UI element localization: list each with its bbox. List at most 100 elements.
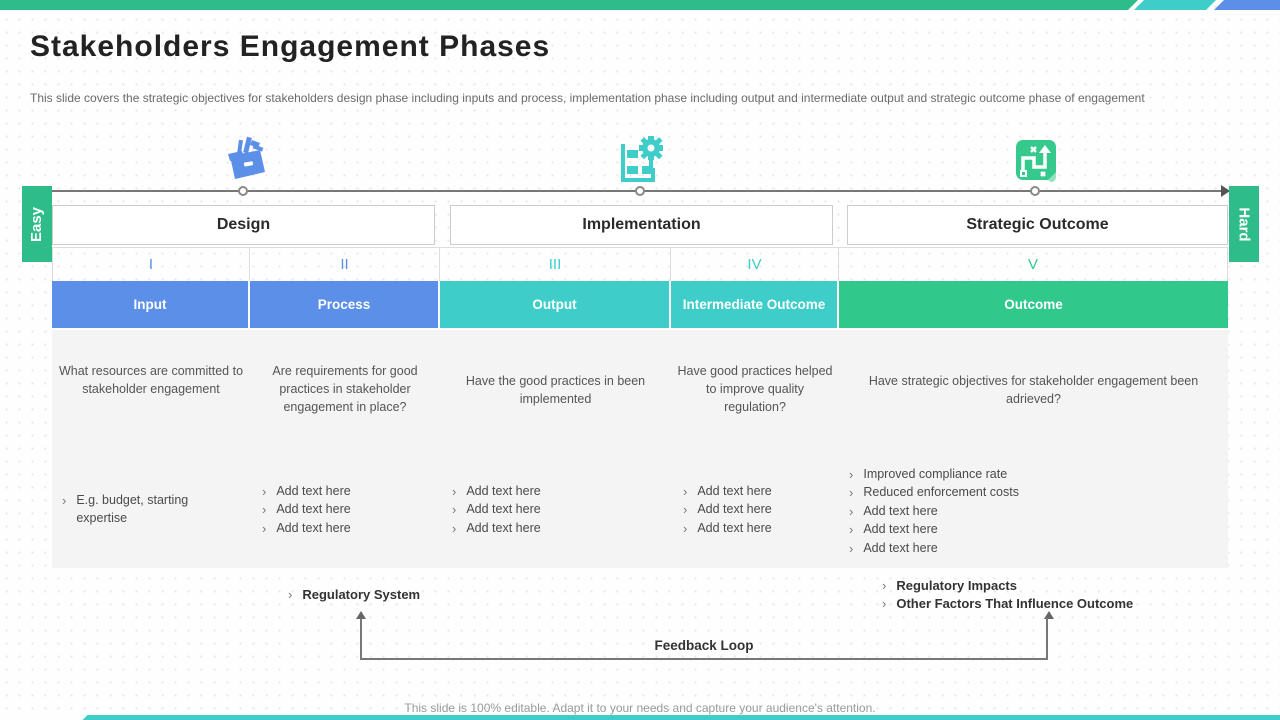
editable-note-footer: This slide is 100% editable. Adapt it to… (404, 701, 876, 715)
chevron-bullet-icon: › (849, 503, 854, 519)
numeral-input: I (52, 248, 250, 281)
column-description: Have good practices helped to improve qu… (677, 364, 833, 415)
phases-body: What resources are committed to stakehol… (52, 330, 1228, 568)
list-item: › Add text here (849, 540, 1019, 558)
easy-tab: Easy (22, 186, 52, 262)
bullet-text: Add text here (863, 540, 938, 555)
chevron-bullet-icon: › (452, 520, 457, 536)
page-title: Stakeholders Engagement Phases (30, 30, 551, 63)
chevron-bullet-icon: › (683, 502, 688, 518)
bullet-list-intermediate-outcome: › Add text here › Add text here › Add text … (683, 483, 772, 538)
bullet-text: Add text here (276, 520, 351, 535)
bullet-text: Add text here (466, 520, 541, 535)
list-item: › Add text here (849, 521, 1019, 539)
bullet-text: Add text here (466, 484, 541, 498)
chevron-bullet-icon: › (288, 587, 293, 602)
column-description: Are requirements for good practices in s… (272, 364, 418, 415)
column-intermediate-outcome: Have good practices helped to improve qu… (671, 330, 839, 568)
list-item: › Add text here (849, 503, 1019, 521)
numeral-row: I II III IV V (52, 247, 1228, 281)
bullet-text: Add text here (863, 522, 938, 537)
phase-label-strategic-outcome: Strategic Outcome (966, 216, 1109, 233)
bullet-text: Add text here (863, 503, 938, 518)
bullet-text: Improved compliance rate (863, 467, 1008, 481)
column-header-intermediate-outcome: Intermediate Outcome (671, 281, 839, 328)
phase-box-design: Design (52, 205, 435, 245)
list-item: ›Regulatory System (288, 586, 420, 604)
chevron-bullet-icon: › (849, 540, 854, 556)
column-description: Have strategic objectives for stakeholde… (868, 374, 1199, 407)
chevron-bullet-icon: › (683, 520, 688, 536)
bullet-text: Add text here (697, 484, 772, 498)
bullet-text: Reduced enforcement costs (863, 485, 1019, 500)
feedback-arrow-up-right-icon (1044, 611, 1054, 619)
feedback-loop-label: Feedback Loop (654, 638, 754, 653)
chevron-bullet-icon: › (262, 484, 267, 499)
feedback-loop-connector (360, 618, 1048, 660)
numeral-intermediate-outcome: IV (671, 248, 839, 281)
list-item: › Add text here (683, 501, 772, 519)
accent-segment-blue (1214, 0, 1280, 10)
chevron-bullet-icon: › (452, 484, 457, 499)
easy-tab-label: Easy (28, 206, 46, 242)
column-header-output: Output (440, 281, 671, 328)
phase-label-design: Design (216, 216, 271, 233)
numeral-process: II (250, 248, 440, 281)
list-item: › Add text here (683, 520, 772, 538)
list-item: › Add text here (683, 483, 772, 501)
phase-box-implementation: Implementation (450, 205, 833, 245)
bullet-text: Add text here (276, 502, 351, 517)
list-item: › Add text here (262, 520, 351, 538)
accent-segment-teal (1134, 0, 1216, 10)
list-item: ›Other Factors That Influence Outcome (882, 595, 1133, 613)
list-item: › Improved compliance rate (849, 466, 1019, 484)
bullet-text: Add text here (697, 520, 772, 535)
timeline-marker-design (238, 186, 248, 196)
bullet-list-process: ›Add text here ›Add text here ›Add text … (262, 483, 351, 538)
hard-tab-label: Hard (1235, 206, 1253, 242)
list-item: ›Add text here (262, 501, 351, 519)
blueprint-gear-icon (613, 134, 667, 186)
chevron-bullet-icon: › (452, 502, 457, 518)
list-item: › Add text here (452, 483, 541, 501)
phase-label-implementation: Implementation (582, 216, 701, 233)
feedback-arrow-up-left-icon (356, 611, 366, 619)
top-accent-bar (0, 0, 1280, 10)
column-description: Have the good practices in been implemen… (465, 374, 646, 407)
bullet-text: E.g. budget, starting expertise (76, 493, 189, 525)
regulatory-system-note: ›Regulatory System (288, 586, 420, 604)
column-header-input: Input (52, 281, 250, 328)
column-output: Have the good practices in been implemen… (440, 330, 671, 568)
bullet-text: Add text here (276, 484, 351, 498)
chevron-bullet-icon: › (849, 522, 854, 538)
note-text: Regulatory Impacts (896, 578, 1017, 593)
chevron-bullet-icon: › (849, 467, 854, 482)
list-item: › Regulatory Impacts (882, 577, 1133, 595)
column-header-process: Process (250, 281, 440, 328)
chevron-bullet-icon: › (262, 520, 267, 536)
list-item: › E.g. budget, starting expertise (62, 492, 242, 528)
numeral-output: III (440, 248, 671, 281)
column-outcome: Have strategic objectives for stakeholde… (839, 330, 1228, 568)
list-item: ›Add text here (452, 501, 541, 519)
accent-segment-green (0, 0, 1138, 10)
chevron-bullet-icon: › (62, 493, 67, 508)
list-item: › Add text here (452, 520, 541, 538)
bottom-accent-bar (82, 715, 1280, 720)
bullet-list-outcome: › Improved compliance rate › Reduced enfor… (849, 466, 1019, 558)
toolbox-icon (216, 134, 270, 186)
timeline-marker-implementation (635, 186, 645, 196)
bullet-list-output: ›Add text here ›Add text here ›Add text … (452, 483, 541, 538)
bullet-text: Add text here (697, 502, 772, 517)
chevron-bullet-icon: › (882, 596, 887, 612)
hard-tab: Hard (1229, 186, 1259, 262)
column-input: What resources are committed to stakehol… (52, 330, 250, 568)
timeline-marker-strategic-outcome (1030, 186, 1040, 196)
chevron-bullet-icon: › (849, 485, 854, 501)
outcome-notes: › Regulatory Impacts ›Other Factors That … (882, 577, 1133, 613)
chevron-bullet-icon: › (683, 484, 688, 499)
column-process: Are requirements for good practices in s… (250, 330, 440, 568)
strategy-path-icon (1008, 134, 1062, 186)
chevron-bullet-icon: › (882, 578, 887, 593)
